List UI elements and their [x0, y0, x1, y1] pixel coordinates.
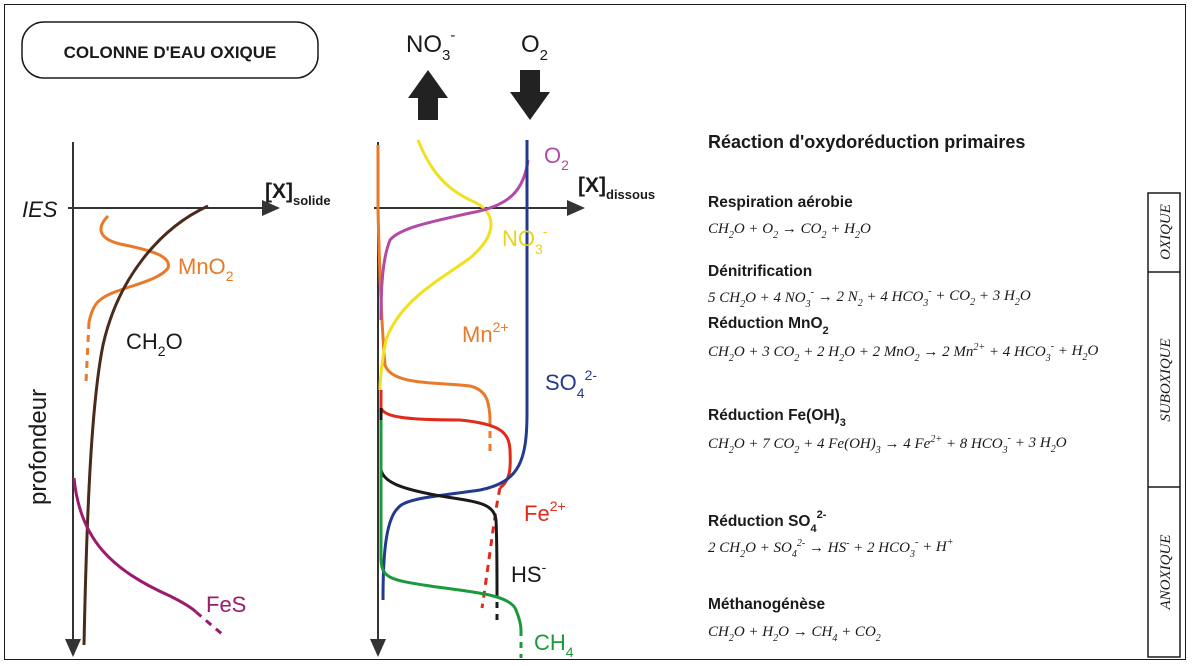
dissolved-axis-label: [X]dissous	[578, 174, 655, 202]
o2-label: O2	[544, 143, 569, 173]
no3-top-label: NO3-	[406, 27, 455, 64]
o2-down-arrow	[510, 70, 550, 120]
reaction-denitrification: Dénitrification 5 CH2O + 4 NO3- → 2 N2 +…	[708, 263, 1031, 310]
reaction-feoh3: Réduction Fe(OH)3 CH2O + 7 CO2 + 4 Fe(OH…	[708, 407, 1067, 456]
so4-label: SO42-	[545, 367, 597, 401]
reaction-equation: 2 CH2O + SO42- → HS- + 2 HCO3- + H+	[708, 537, 954, 560]
hs-curve	[379, 408, 499, 591]
fes-label: FeS	[206, 592, 246, 617]
zone-suboxique: SUBOXIQUE	[1158, 338, 1174, 421]
mno2-label: MnO2	[178, 254, 234, 284]
o2-top-label: O2	[521, 31, 548, 64]
mno2-dashed	[84, 321, 91, 383]
zone-oxique: OXIQUE	[1158, 204, 1174, 260]
interface-label: IES	[22, 197, 58, 222]
reaction-methanogenesis: Méthanogénèse CH2O + H2O → CH4 + CO2	[708, 596, 881, 644]
diagram-frame	[4, 4, 1186, 660]
zone-strip	[1147, 192, 1181, 658]
reaction-name: Méthanogénèse	[708, 596, 826, 613]
reaction-respiration: Respiration aérobie CH2O + O2 → CO2 + H2…	[708, 194, 871, 241]
title-box	[21, 21, 319, 79]
ch4-curve	[379, 420, 523, 631]
no3-up-arrow	[408, 70, 448, 120]
reactions-title: Réaction d'oxydoréduction primaires	[708, 132, 1025, 152]
reaction-mno2: Réduction MnO2 CH2O + 3 CO2 + 2 H2O + 2 …	[708, 315, 1099, 364]
title-text: COLONNE D'EAU OXIQUE	[64, 43, 277, 62]
reaction-equation: CH2O + O2 → CO2 + H2O	[708, 221, 871, 241]
reaction-equation: CH2O + H2O → CH4 + CO2	[708, 624, 881, 644]
reaction-equation: CH2O + 3 CO2 + 2 H2O + 2 MnO2 → 2 Mn2+ +…	[708, 341, 1099, 364]
reaction-name: Dénitrification	[708, 263, 812, 280]
reaction-name: Respiration aérobie	[708, 194, 853, 211]
zone-anoxique: ANOXIQUE	[1158, 535, 1174, 611]
no3-label: NO3-	[502, 223, 548, 257]
solid-axis-label: [X]solide	[265, 180, 331, 208]
reaction-equation: CH2O + 7 CO2 + 4 Fe(OH)3 → 4 Fe2+ + 8 HC…	[708, 433, 1067, 456]
hs-label: HS-	[511, 559, 547, 587]
fe-curve	[379, 390, 512, 490]
reaction-name: Réduction Fe(OH)3	[708, 407, 846, 429]
mn-label: Mn2+	[462, 319, 509, 347]
reaction-equation: 5 CH2O + 4 NO3- → 2 N2 + 4 HCO3- + CO2 +…	[708, 286, 1031, 310]
fes-dashed	[195, 610, 223, 636]
reaction-so4: Réduction SO42- 2 CH2O + SO42- → HS- + 2…	[708, 509, 954, 560]
o2-curve	[379, 159, 530, 321]
mno2-curve	[87, 214, 170, 323]
fe-label: Fe2+	[524, 498, 566, 526]
depth-label: profondeur	[25, 389, 52, 505]
no3-curve	[378, 139, 493, 391]
reaction-name: Réduction SO42-	[708, 509, 827, 535]
ch2o-label: CH2O	[126, 329, 183, 359]
fes-curve	[72, 477, 198, 614]
ch2o-curve	[82, 204, 209, 646]
ch4-label: CH4	[534, 630, 574, 660]
reaction-name: Réduction MnO2	[708, 315, 829, 337]
mn-curve	[376, 145, 492, 419]
